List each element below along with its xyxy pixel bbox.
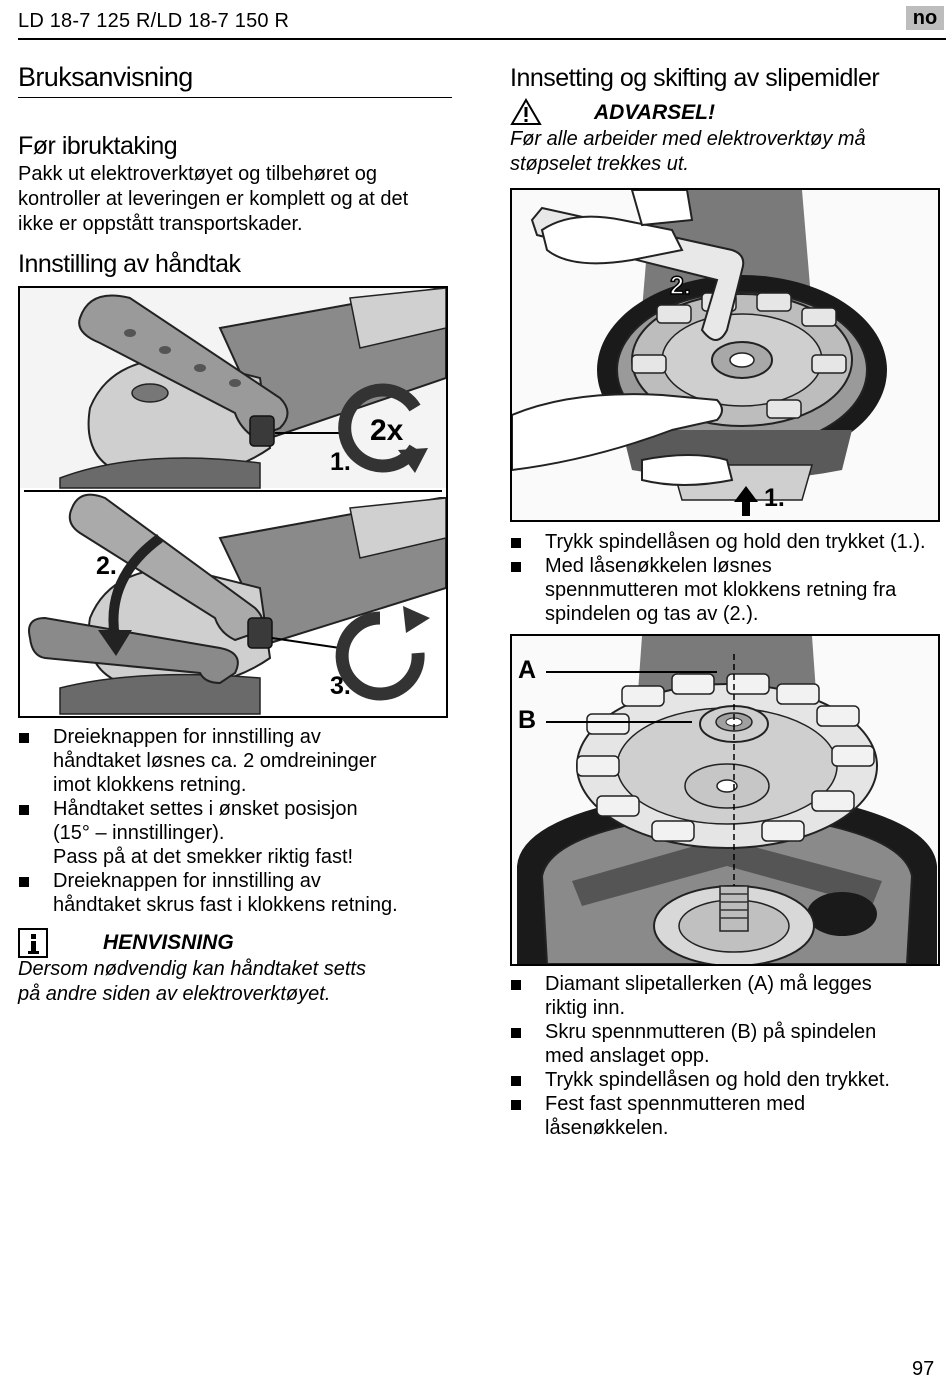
info-icon (18, 928, 48, 958)
paragraph-line: kontroller at leveringen er komplett og … (18, 188, 409, 210)
list-item-line: håndtaket løsnes ca. 2 omdreininger (53, 750, 377, 772)
language-badge: no (906, 6, 944, 30)
note-line: på andre siden av elektroverktøyet. (18, 983, 331, 1005)
list-item-line: håndtaket skrus fast i klokkens retning. (53, 894, 398, 916)
figure-label-a: A (518, 656, 537, 684)
list-item-line: Diamant slipetallerken (A) må legges (545, 973, 872, 995)
note-body: Dersom nødvendig kan håndtaket setts på … (18, 957, 454, 1007)
list-item: Dreieknappen for innstilling av håndtake… (18, 725, 454, 797)
list-item-line: Håndtaket settes i ønsket posisjon (53, 798, 358, 820)
list-item-line: Trykk spindellåsen og hold den trykket. (545, 1069, 890, 1091)
list-item-line: Dreieknappen for innstilling av (53, 870, 321, 892)
paragraph-line: Pakk ut elektroverktøyet og tilbehøret o… (18, 163, 378, 185)
list-item: Trykk spindellåsen og hold den trykket (… (510, 530, 942, 554)
grinder-bottom-illustration (28, 493, 447, 715)
list-item: Skru spennmutteren (B) på spindelen med … (510, 1020, 942, 1068)
list-item-line: spennmutteren mot klokkens retning fra (545, 579, 897, 601)
figure-label-b: B (518, 706, 537, 734)
list-item-line: Trykk spindellåsen og hold den trykket (… (545, 531, 926, 553)
section-heading-handle: Innstilling av håndtak (18, 250, 241, 278)
list-item-line: riktig inn. (545, 997, 626, 1019)
handle-adjustment-illustration (20, 287, 447, 715)
section-heading-before-use: Før ibruktaking (18, 132, 178, 160)
handle-instructions-list: Dreieknappen for innstilling av håndtake… (18, 725, 454, 917)
figure-label-2x: 2x (370, 414, 404, 447)
list-item-line: Fest fast spennmutteren med (545, 1093, 806, 1115)
spanner-instructions-list: Trykk spindellåsen og hold den trykket (… (510, 530, 942, 626)
figure-label-step-2: 2. (669, 271, 691, 301)
warning-body: Før alle arbeider med elektroverktøy må … (510, 127, 942, 177)
section-heading-abrasives: Innsetting og skifting av slipemidler (510, 64, 880, 92)
spanner-figure: 2. 1. (510, 188, 940, 522)
cup-wheel-assembly-figure: A B (510, 634, 940, 967)
warning-line: støpselet trekkes ut. (510, 153, 689, 175)
header-title: LD 18-7 125 R/LD 18-7 150 R (18, 10, 290, 32)
list-item: Håndtaket settes i ønsket posisjon (15° … (18, 797, 454, 869)
list-item: Trykk spindellåsen og hold den trykket. (510, 1068, 942, 1092)
warning-title: ADVARSEL! (594, 101, 715, 124)
list-item-line: låsenøkkelen. (545, 1117, 669, 1139)
warning-triangle-icon (510, 98, 542, 126)
paragraph-line: ikke er oppstått transportskader. (18, 213, 303, 235)
list-item-line: (15° – innstillinger). (53, 822, 225, 844)
list-item: Med låsenøkkelen løsnes spennmutteren mo… (510, 554, 942, 626)
figure-label-step-1: 1. (330, 448, 351, 476)
list-item-line: spindelen og tas av (2.). (545, 603, 759, 625)
assembly-instructions-list: Diamant slipetallerken (A) må legges rik… (510, 972, 942, 1140)
warning-line: Før alle arbeider med elektroverktøy må (510, 128, 866, 150)
cup-wheel-assembly-illustration (512, 636, 938, 967)
list-item-line: Pass på at det smekker riktig fast! (53, 846, 354, 868)
spanner-illustration (511, 189, 938, 520)
section-paragraph-before-use: Pakk ut elektroverktøyet og tilbehøret o… (18, 162, 454, 237)
figure-label-step-2: 2. (96, 552, 117, 580)
handle-adjustment-figure: 1. 2x 2. 3. (18, 286, 448, 718)
list-item: Fest fast spennmutteren med låsenøkkelen… (510, 1092, 942, 1140)
figure-label-step-3: 3. (330, 672, 351, 700)
note-title: HENVISNING (103, 931, 234, 954)
list-item: Dreieknappen for innstilling av håndtake… (18, 869, 454, 917)
list-item-line: imot klokkens retning. (53, 774, 247, 796)
note-line: Dersom nødvendig kan håndtaket setts (18, 958, 366, 980)
figure-label-step-1: 1. (764, 484, 785, 512)
list-item: Diamant slipetallerken (A) må legges rik… (510, 972, 942, 1020)
page-number: 97 (912, 1358, 935, 1380)
grinder-top-illustration (20, 287, 447, 489)
list-item-line: Skru spennmutteren (B) på spindelen (545, 1021, 877, 1043)
list-item-line: med anslaget opp. (545, 1045, 710, 1067)
page-title: Bruksanvisning (18, 62, 193, 92)
title-rule (18, 97, 452, 98)
header-rule (18, 38, 946, 40)
list-item-line: Dreieknappen for innstilling av (53, 726, 321, 748)
list-item-line: Med låsenøkkelen løsnes (545, 555, 772, 577)
